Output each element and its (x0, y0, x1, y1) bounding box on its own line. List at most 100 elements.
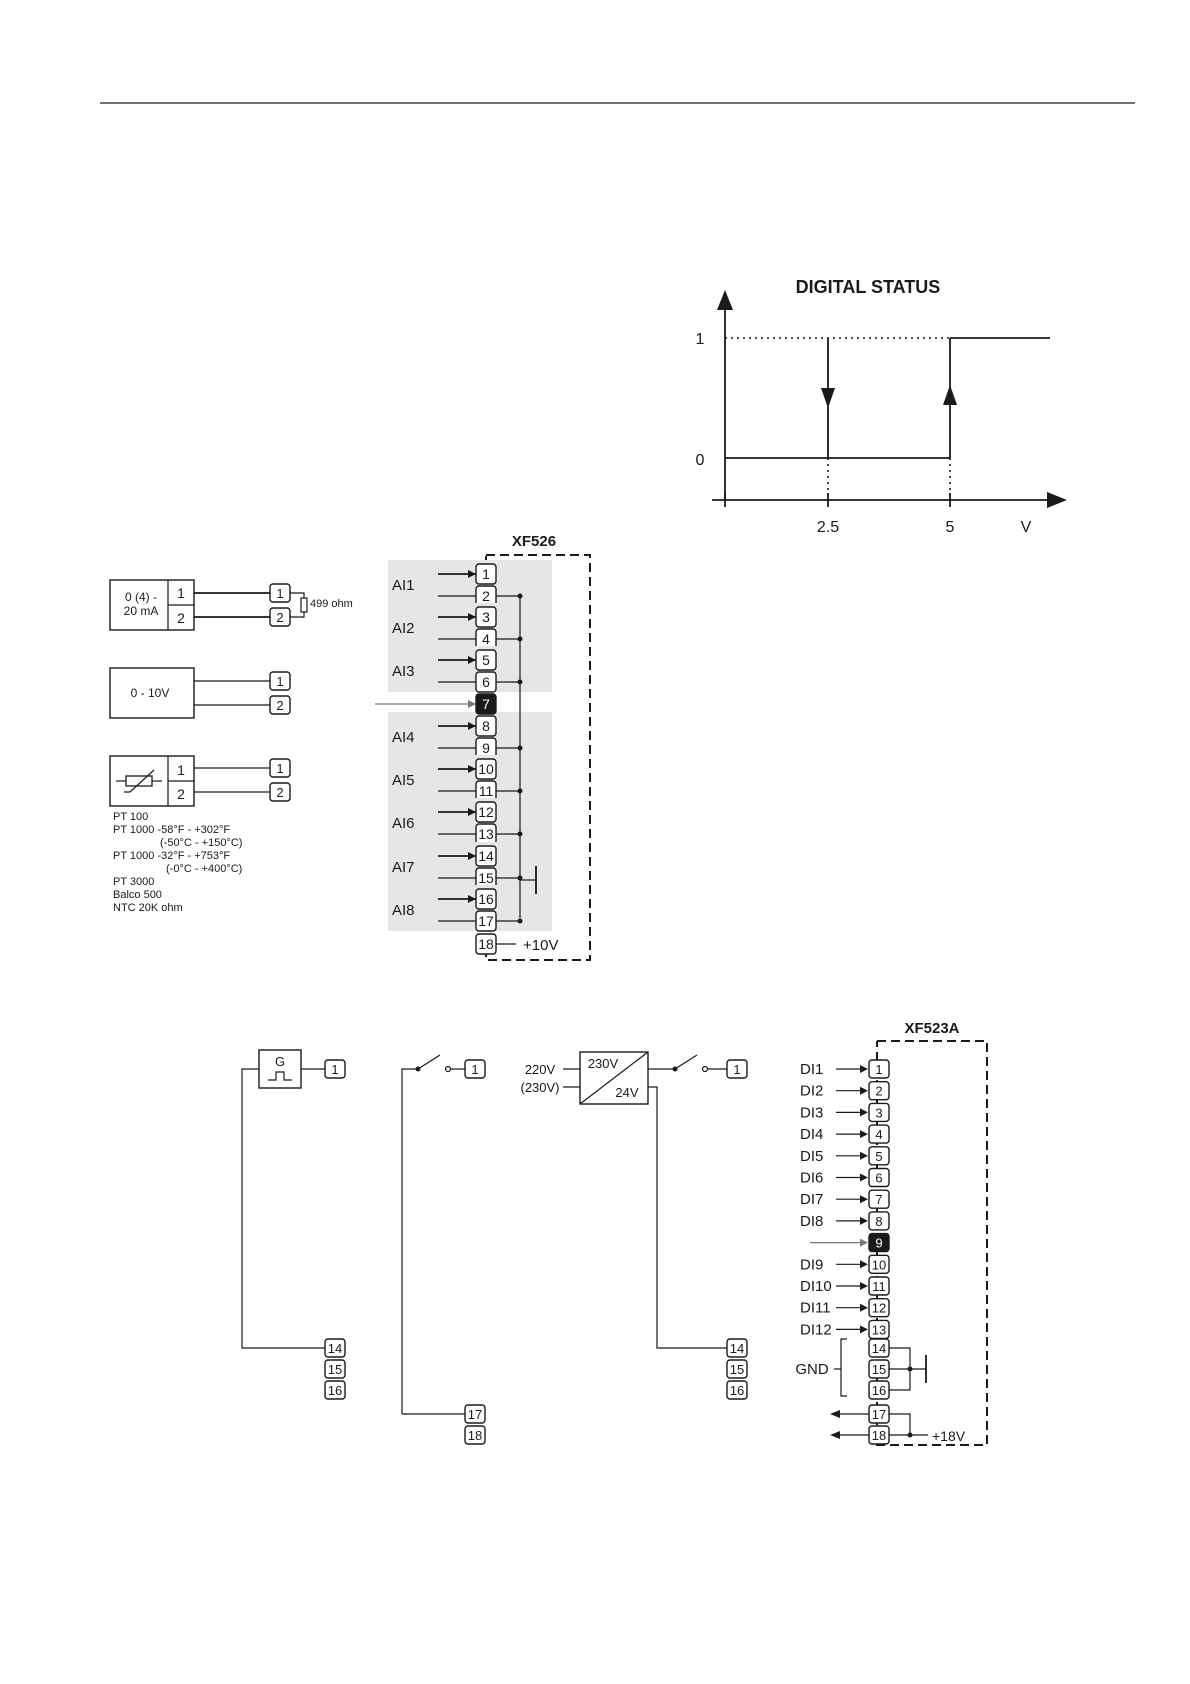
transformer-terminal-15 (726, 1359, 748, 1379)
terminal-label: 4 (482, 631, 490, 647)
input-arrow (468, 852, 476, 860)
thermistor-icon-slash (124, 769, 155, 793)
switch-terminal-17-label: 17 (468, 1407, 482, 1422)
terminal-label: 16 (478, 891, 494, 907)
probe-list: PT 100 PT 1000 -58°F - +302°F (-50°C - +… (113, 811, 242, 914)
xf523a-terminal-15 (868, 1359, 890, 1379)
di-label: DI2 (800, 1083, 823, 1100)
terminal-label: 17 (478, 913, 494, 929)
xf526-module: XF526 AI112AI234AI356AI489AI51011AI61213… (375, 533, 591, 961)
di-arrow (860, 1065, 868, 1073)
xf526-title: XF526 (512, 533, 556, 550)
x-axis-arrow (1047, 492, 1067, 508)
di-terminal-label: 11 (872, 1279, 886, 1294)
di-terminal-label: 8 (875, 1214, 882, 1229)
mains-label-1: 220V (525, 1062, 556, 1077)
transformer-switch-contact (701, 1065, 709, 1073)
di-label: DI7 (800, 1191, 823, 1208)
terminal-box (475, 888, 497, 910)
switch-terminal-17 (464, 1404, 486, 1424)
generator-terminal-14 (324, 1338, 346, 1358)
generator-terminal-15-label: 15 (328, 1362, 342, 1377)
voltage-sensor-label: 0 - 10V (131, 686, 170, 700)
terminal-label: 3 (482, 609, 490, 625)
probe-list-item: PT 1000 -32°F - +753°F (113, 850, 230, 862)
channel-label: AI5 (392, 772, 415, 789)
y-axis-arrow (717, 290, 733, 310)
x-unit-label: V (1021, 519, 1032, 536)
channel-label: AI1 (392, 577, 415, 594)
channel-label: AI8 (392, 902, 415, 919)
transformer-return-wire (648, 1086, 727, 1349)
di-terminal (868, 1124, 890, 1144)
probe-list-item: PT 3000 (113, 876, 154, 888)
generator-terminal-1 (324, 1059, 346, 1079)
switch-wiring: 1 17 18 (401, 1054, 486, 1445)
di-terminal-label: 13 (872, 1322, 886, 1337)
terminal-label: 9 (482, 740, 490, 756)
xf523a-terminal-14-label: 14 (872, 1341, 886, 1356)
voltage-terminal-1 (269, 671, 291, 691)
di-terminal (868, 1232, 890, 1253)
bus-junction (517, 918, 523, 924)
di-terminal-label: 6 (875, 1171, 882, 1186)
terminal-7 (475, 693, 497, 715)
thermistor-pin-2: 2 (177, 786, 185, 802)
di-terminal (868, 1297, 890, 1318)
input-arrow (468, 656, 476, 664)
generator-terminal-16 (324, 1380, 346, 1400)
di-terminal (868, 1080, 890, 1101)
xf523a-terminal-18 (868, 1425, 890, 1445)
terminal-label: 13 (478, 826, 494, 842)
di-arrow (860, 1238, 868, 1247)
terminal-label: 12 (478, 804, 494, 820)
di-label: DI8 (800, 1213, 823, 1230)
voltage-sensor-box (109, 667, 195, 719)
terminal-label: 6 (482, 674, 490, 690)
di-label: DI6 (800, 1170, 823, 1187)
transformer-terminal-15-label: 15 (730, 1362, 744, 1377)
di-terminal-label: 9 (875, 1236, 882, 1251)
channel-shade (388, 885, 552, 931)
y-tick-1: 1 (696, 331, 705, 348)
channel-label: AI6 (392, 815, 415, 832)
generator-terminal-16-label: 16 (328, 1383, 342, 1398)
di-terminal (868, 1059, 890, 1079)
di-arrow (860, 1195, 868, 1204)
terminal-label: 2 (482, 588, 490, 604)
current-terminal-2-label: 2 (276, 610, 283, 625)
current-sensor-pin-2: 2 (177, 610, 185, 626)
digital-status-chart: DIGITAL STATUS 1 0 2.5 5 V (696, 277, 1067, 536)
terminal-box (475, 801, 497, 823)
thermistor-sensor: 1 2 1 2 PT 100 PT 1000 -58°F - +302°F (-… (109, 755, 291, 914)
gnd-junction (907, 1366, 913, 1372)
terminal-box (475, 563, 497, 585)
xf523a-title: XF523A (904, 1020, 959, 1037)
chart-title: DIGITAL STATUS (796, 277, 941, 297)
switch-terminal-1 (464, 1059, 486, 1079)
channel-shade (388, 712, 552, 758)
channel-label: AI7 (392, 859, 415, 876)
probe-list-item: NTC 20K ohm (113, 902, 183, 914)
di-arrow (860, 1303, 868, 1312)
generator-wire-return (241, 1068, 325, 1349)
di-arrow (860, 1108, 868, 1117)
channel-shade (388, 603, 552, 649)
di-label: DI12 (800, 1321, 832, 1338)
thermistor-pin-1: 1 (177, 762, 185, 778)
current-terminal-1-label: 1 (276, 586, 283, 601)
xf523a-terminal-15-label: 15 (872, 1362, 886, 1377)
transformer-terminal-16 (726, 1380, 748, 1400)
mains-label-2: (230V) (520, 1080, 559, 1095)
transformer-wiring: 220V (230V) 230V 24V 1 14 15 16 (520, 1051, 748, 1400)
input-arrow (468, 613, 476, 621)
input-arrow (468, 765, 476, 773)
di-arrow (860, 1282, 868, 1290)
xf523a-enclosure (876, 1040, 988, 1446)
thermistor-terminal-2-label: 2 (276, 785, 283, 800)
current-sensor: 0 (4) - 20 mA 1 2 1 2 499 ohm (109, 579, 353, 631)
channel-label: AI3 (392, 663, 415, 680)
di-terminal-label: 7 (875, 1192, 882, 1207)
probe-list-item: (-0°C - +400°C) (166, 863, 242, 875)
